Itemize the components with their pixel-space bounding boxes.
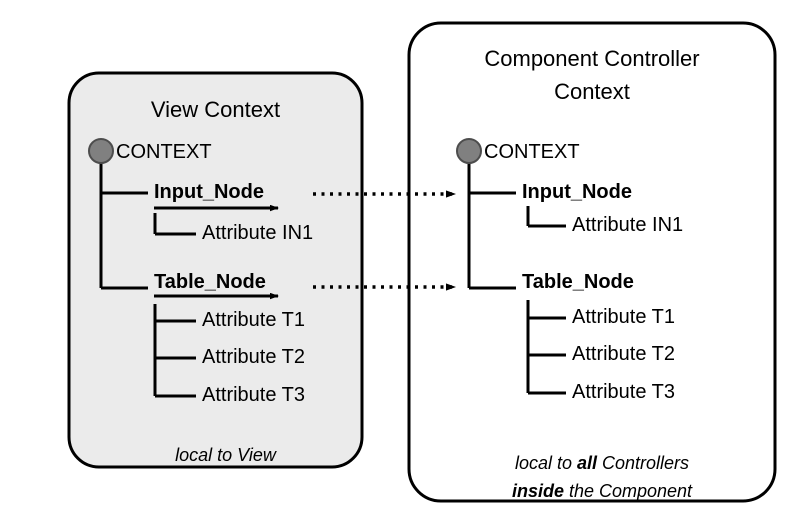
view-context-attribute-t1[interactable]: Attribute T1: [202, 309, 306, 331]
view-context-footnote-line-1: local to View: [175, 445, 276, 465]
view-context-root-label: CONTEXT: [116, 141, 212, 163]
view-context-attribute-t3[interactable]: Attribute T3: [202, 384, 306, 406]
footnote-r2-part1-bold: inside: [511, 481, 564, 501]
view-context-footnote: local to View: [69, 428, 362, 482]
controller-context-node-input-node[interactable]: Input_Node: [522, 181, 632, 203]
controller-context-root-label: CONTEXT: [484, 141, 580, 163]
footnote-r2-part2: the Component: [563, 481, 693, 501]
controller-context-footnote-line-1: local to all Controllers: [409, 436, 775, 490]
panel-component-controller-context-body: [407, 21, 777, 503]
footnote-r1-part3: Controllers: [597, 453, 690, 473]
controller-context-attribute-t2[interactable]: Attribute T2: [572, 343, 676, 365]
panel-view-context-body: [67, 71, 364, 469]
controller-context-attribute-in1[interactable]: Attribute IN1: [572, 214, 684, 236]
view-context-node-input-node[interactable]: Input_Node: [154, 181, 264, 203]
footnote-r1-part1: local to: [514, 453, 577, 473]
view-context-panel-title: View Context: [150, 97, 281, 122]
view-context-attribute-t2[interactable]: Attribute T2: [202, 346, 306, 368]
controller-context-tree-lines: [467, 160, 516, 290]
view-context-attribute-in1[interactable]: Attribute IN1: [202, 222, 314, 244]
view-context-node-table-node[interactable]: Table_Node: [154, 271, 266, 293]
controller-table-node-subtree-lines: [526, 300, 566, 395]
view-input-node-subtree-lines: [153, 213, 196, 236]
view-context-tree-lines: [99, 160, 148, 290]
controller-context-node-table-node[interactable]: Table_Node: [522, 271, 634, 293]
controller-context-panel-title-line1: Component Controller: [484, 46, 700, 71]
controller-context-panel-title-line2: Context: [554, 79, 630, 104]
controller-input-node-subtree-lines: [526, 206, 566, 228]
controller-context-attribute-t1[interactable]: Attribute T1: [572, 306, 676, 328]
footnote-r1-part2-bold: all: [577, 453, 598, 473]
view-context-root-dot: [88, 138, 114, 164]
view-table-node-subtree-lines: [153, 304, 196, 398]
controller-context-root-dot: [456, 138, 482, 164]
controller-context-attribute-t3[interactable]: Attribute T3: [572, 381, 676, 403]
controller-context-footnote-line-2: inside the Component: [409, 464, 775, 518]
